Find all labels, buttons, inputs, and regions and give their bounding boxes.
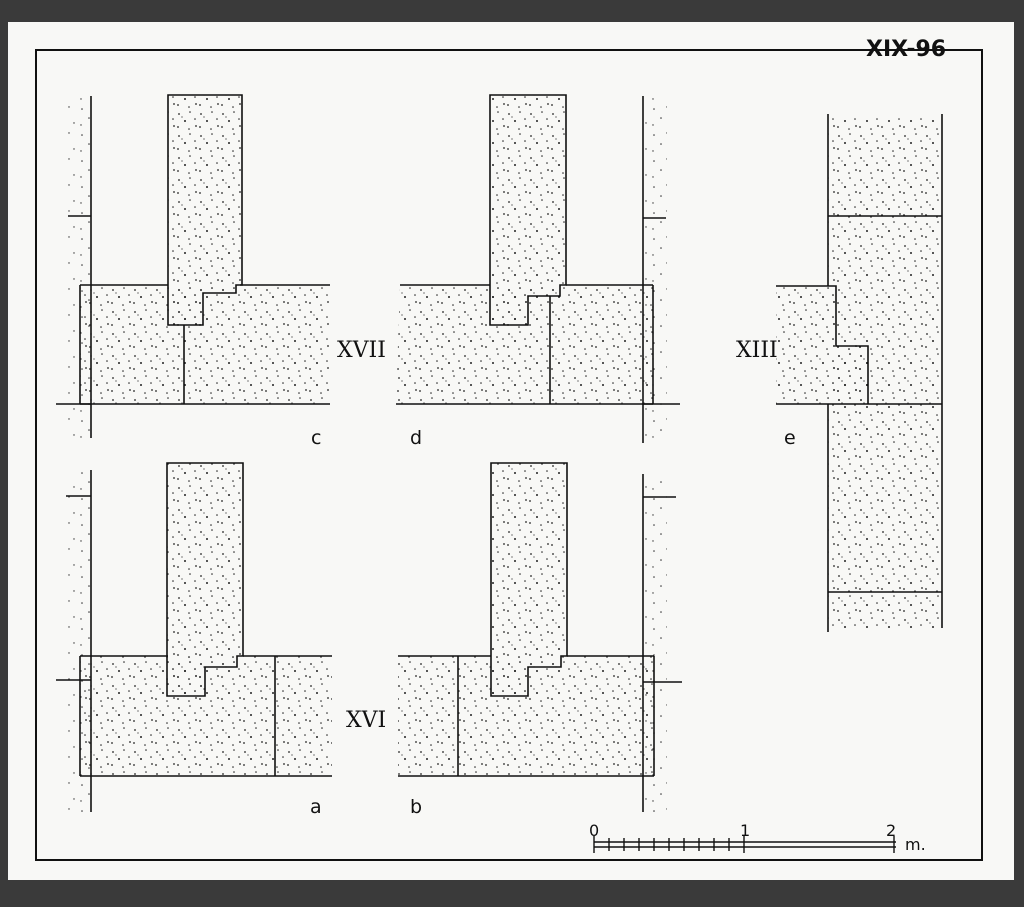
- archive-number: XIX-96: [866, 37, 946, 62]
- detail-label-d: d: [410, 427, 422, 449]
- group-label-xvi: XVI: [346, 708, 386, 733]
- detail-label-b: b: [410, 796, 422, 818]
- detail-label-c: c: [311, 427, 321, 449]
- detail-e: [776, 114, 943, 632]
- scale-label-0: 0: [589, 821, 599, 840]
- scale-bar: [593, 836, 896, 853]
- detail-a: [56, 462, 332, 812]
- detail-d: [396, 94, 680, 443]
- scale-label-2: 2: [886, 821, 896, 840]
- detail-c: [56, 94, 330, 438]
- drawing-frame: [35, 49, 983, 861]
- scale-unit: m.: [905, 835, 926, 854]
- group-label-xiii: XIII: [736, 338, 778, 363]
- group-label-xvii: XVII: [337, 338, 386, 363]
- detail-label-e: e: [784, 427, 796, 449]
- detail-b: [398, 462, 682, 812]
- detail-label-a: a: [310, 796, 322, 818]
- scale-label-1: 1: [740, 821, 750, 840]
